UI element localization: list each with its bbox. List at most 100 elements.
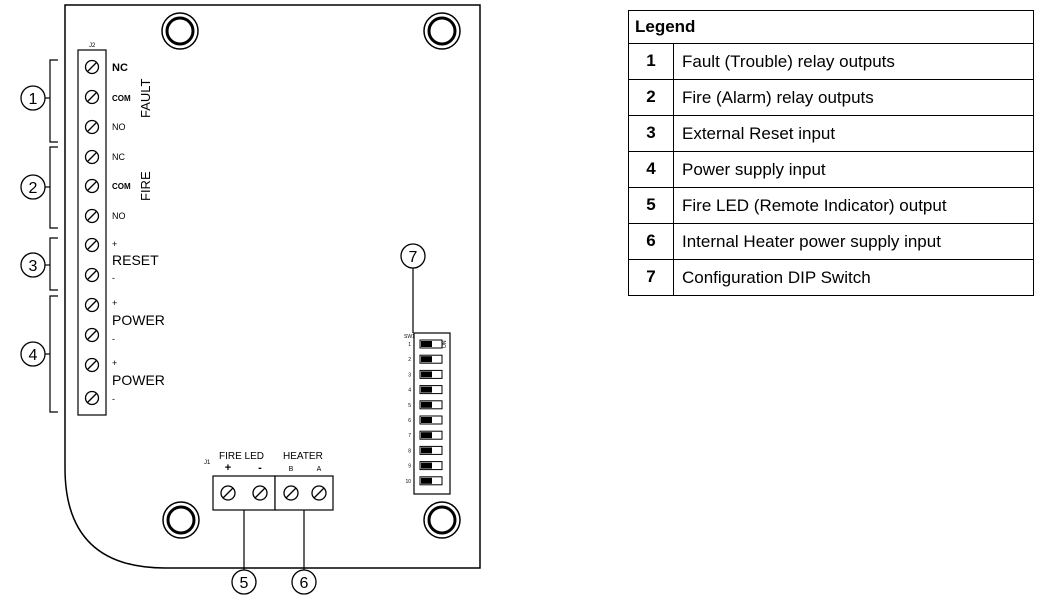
j2-label: J2 [89, 43, 96, 49]
legend-row: 1 Fault (Trouble) relay outputs [628, 43, 1034, 80]
callout-4: 4 [20, 341, 46, 367]
bracket-fire [45, 146, 58, 229]
bottom-terminal-screws [220, 485, 327, 501]
dip-number: 4 [408, 388, 411, 394]
reset-minus-label: - [112, 273, 115, 283]
dip-number: 1 [408, 342, 411, 348]
legend-row: 7 Configuration DIP Switch [628, 259, 1034, 296]
heater-b-label: B [289, 466, 294, 473]
terminal-screw [252, 485, 268, 501]
bracket-reset [45, 237, 58, 291]
fire-led-minus-label: - [258, 462, 262, 474]
legend-row: 2 Fire (Alarm) relay outputs [628, 79, 1034, 116]
bracket-power [45, 295, 58, 413]
terminal-screw [84, 89, 100, 105]
fire-com-label: COM [112, 182, 131, 191]
dip-number: 9 [408, 464, 411, 470]
svg-text:6: 6 [300, 575, 309, 592]
dip-number: 5 [408, 403, 411, 409]
terminal-screw [220, 485, 236, 501]
svg-text:4: 4 [29, 347, 38, 364]
legend-description: Configuration DIP Switch [673, 259, 1034, 296]
dip-toggle: 7 [408, 430, 443, 440]
fault-nc-label: NC [112, 62, 128, 74]
fire-nc-label: NC [112, 152, 125, 162]
dip-on-label: ON [442, 340, 448, 348]
terminal-screw [84, 59, 100, 75]
fault-label: FAULT [138, 78, 153, 118]
legend-description: Internal Heater power supply input [673, 223, 1034, 260]
legend-table: Legend 1 Fault (Trouble) relay outputs 2… [628, 10, 1034, 296]
fire-led-plus-label: + [225, 462, 231, 474]
legend-number: 4 [628, 151, 674, 188]
dip-number: 7 [408, 433, 411, 439]
legend-description: External Reset input [673, 115, 1034, 152]
callout-7: 7 [400, 243, 426, 269]
dip-toggles: 1 2 3 4 5 6 7 8 9 10 [405, 339, 443, 486]
legend-number: 1 [628, 43, 674, 80]
dip-number: 10 [405, 479, 411, 485]
terminal-screw [84, 390, 100, 406]
dip-toggle: 8 [408, 445, 443, 455]
callout-5: 5 [231, 569, 257, 595]
terminal-screw [84, 119, 100, 135]
dip-toggle: 6 [408, 415, 443, 425]
dip-number: 6 [408, 418, 411, 424]
svg-text:1: 1 [29, 91, 38, 108]
legend-number: 7 [628, 259, 674, 296]
dip-number: 3 [408, 372, 411, 378]
mounting-hole-bottom-right [423, 501, 461, 539]
svg-text:3: 3 [29, 258, 38, 275]
legend-description: Fault (Trouble) relay outputs [673, 43, 1034, 80]
fire-led-label: FIRE LED [219, 451, 264, 462]
dip-toggle: 10 [405, 476, 443, 486]
mounting-hole-bottom-left [162, 501, 200, 539]
legend-number: 3 [628, 115, 674, 152]
dip-toggle: 4 [408, 385, 443, 395]
fault-no-label: NO [112, 122, 126, 132]
circuit-board-outline [64, 4, 481, 569]
dip-toggle: 1 [408, 339, 443, 349]
svg-text:2: 2 [29, 180, 38, 197]
terminal-screw [84, 267, 100, 283]
dip-toggle: 5 [408, 400, 443, 410]
terminal-screw [283, 485, 299, 501]
sw1-label: SW1 [404, 334, 415, 340]
terminal-screw [84, 149, 100, 165]
svg-text:5: 5 [240, 575, 249, 592]
legend-number: 5 [628, 187, 674, 224]
fire-label: FIRE [138, 171, 153, 201]
legend-number: 6 [628, 223, 674, 260]
heater-a-label: A [317, 466, 322, 473]
legend-description: Fire LED (Remote Indicator) output [673, 187, 1034, 224]
dip-toggle: 2 [408, 354, 443, 364]
callout-6: 6 [291, 569, 317, 595]
svg-text:7: 7 [409, 249, 418, 266]
terminal-screw [84, 357, 100, 373]
legend-number: 2 [628, 79, 674, 116]
power2-minus-label: - [112, 394, 115, 404]
power1-label: POWER [112, 312, 165, 328]
bracket-fault [45, 59, 58, 143]
terminal-screw [84, 327, 100, 343]
reset-label: RESET [112, 252, 159, 268]
legend-row: 6 Internal Heater power supply input [628, 223, 1034, 260]
terminal-screw [311, 485, 327, 501]
callout-3: 3 [20, 252, 46, 278]
heater-label: HEATER [283, 451, 323, 462]
legend-description: Fire (Alarm) relay outputs [673, 79, 1034, 116]
dip-toggle: 9 [408, 461, 443, 471]
dip-number: 8 [408, 448, 411, 454]
left-terminal-screws [84, 59, 100, 406]
mounting-hole-top-right [423, 12, 461, 50]
legend-header-row: Legend [628, 10, 1034, 44]
legend-title: Legend [628, 10, 1034, 44]
mounting-hole-top-left [161, 12, 199, 50]
legend-row: 4 Power supply input [628, 151, 1034, 188]
wiring-diagram: J2 NC COM NO FAULT NC COM NO FIRE + RESE… [20, 4, 481, 595]
callout-2: 2 [20, 174, 46, 200]
power1-plus-label: + [112, 298, 117, 308]
legend-row: 5 Fire LED (Remote Indicator) output [628, 187, 1034, 224]
power2-plus-label: + [112, 358, 117, 368]
j1-label: J1 [204, 460, 211, 466]
